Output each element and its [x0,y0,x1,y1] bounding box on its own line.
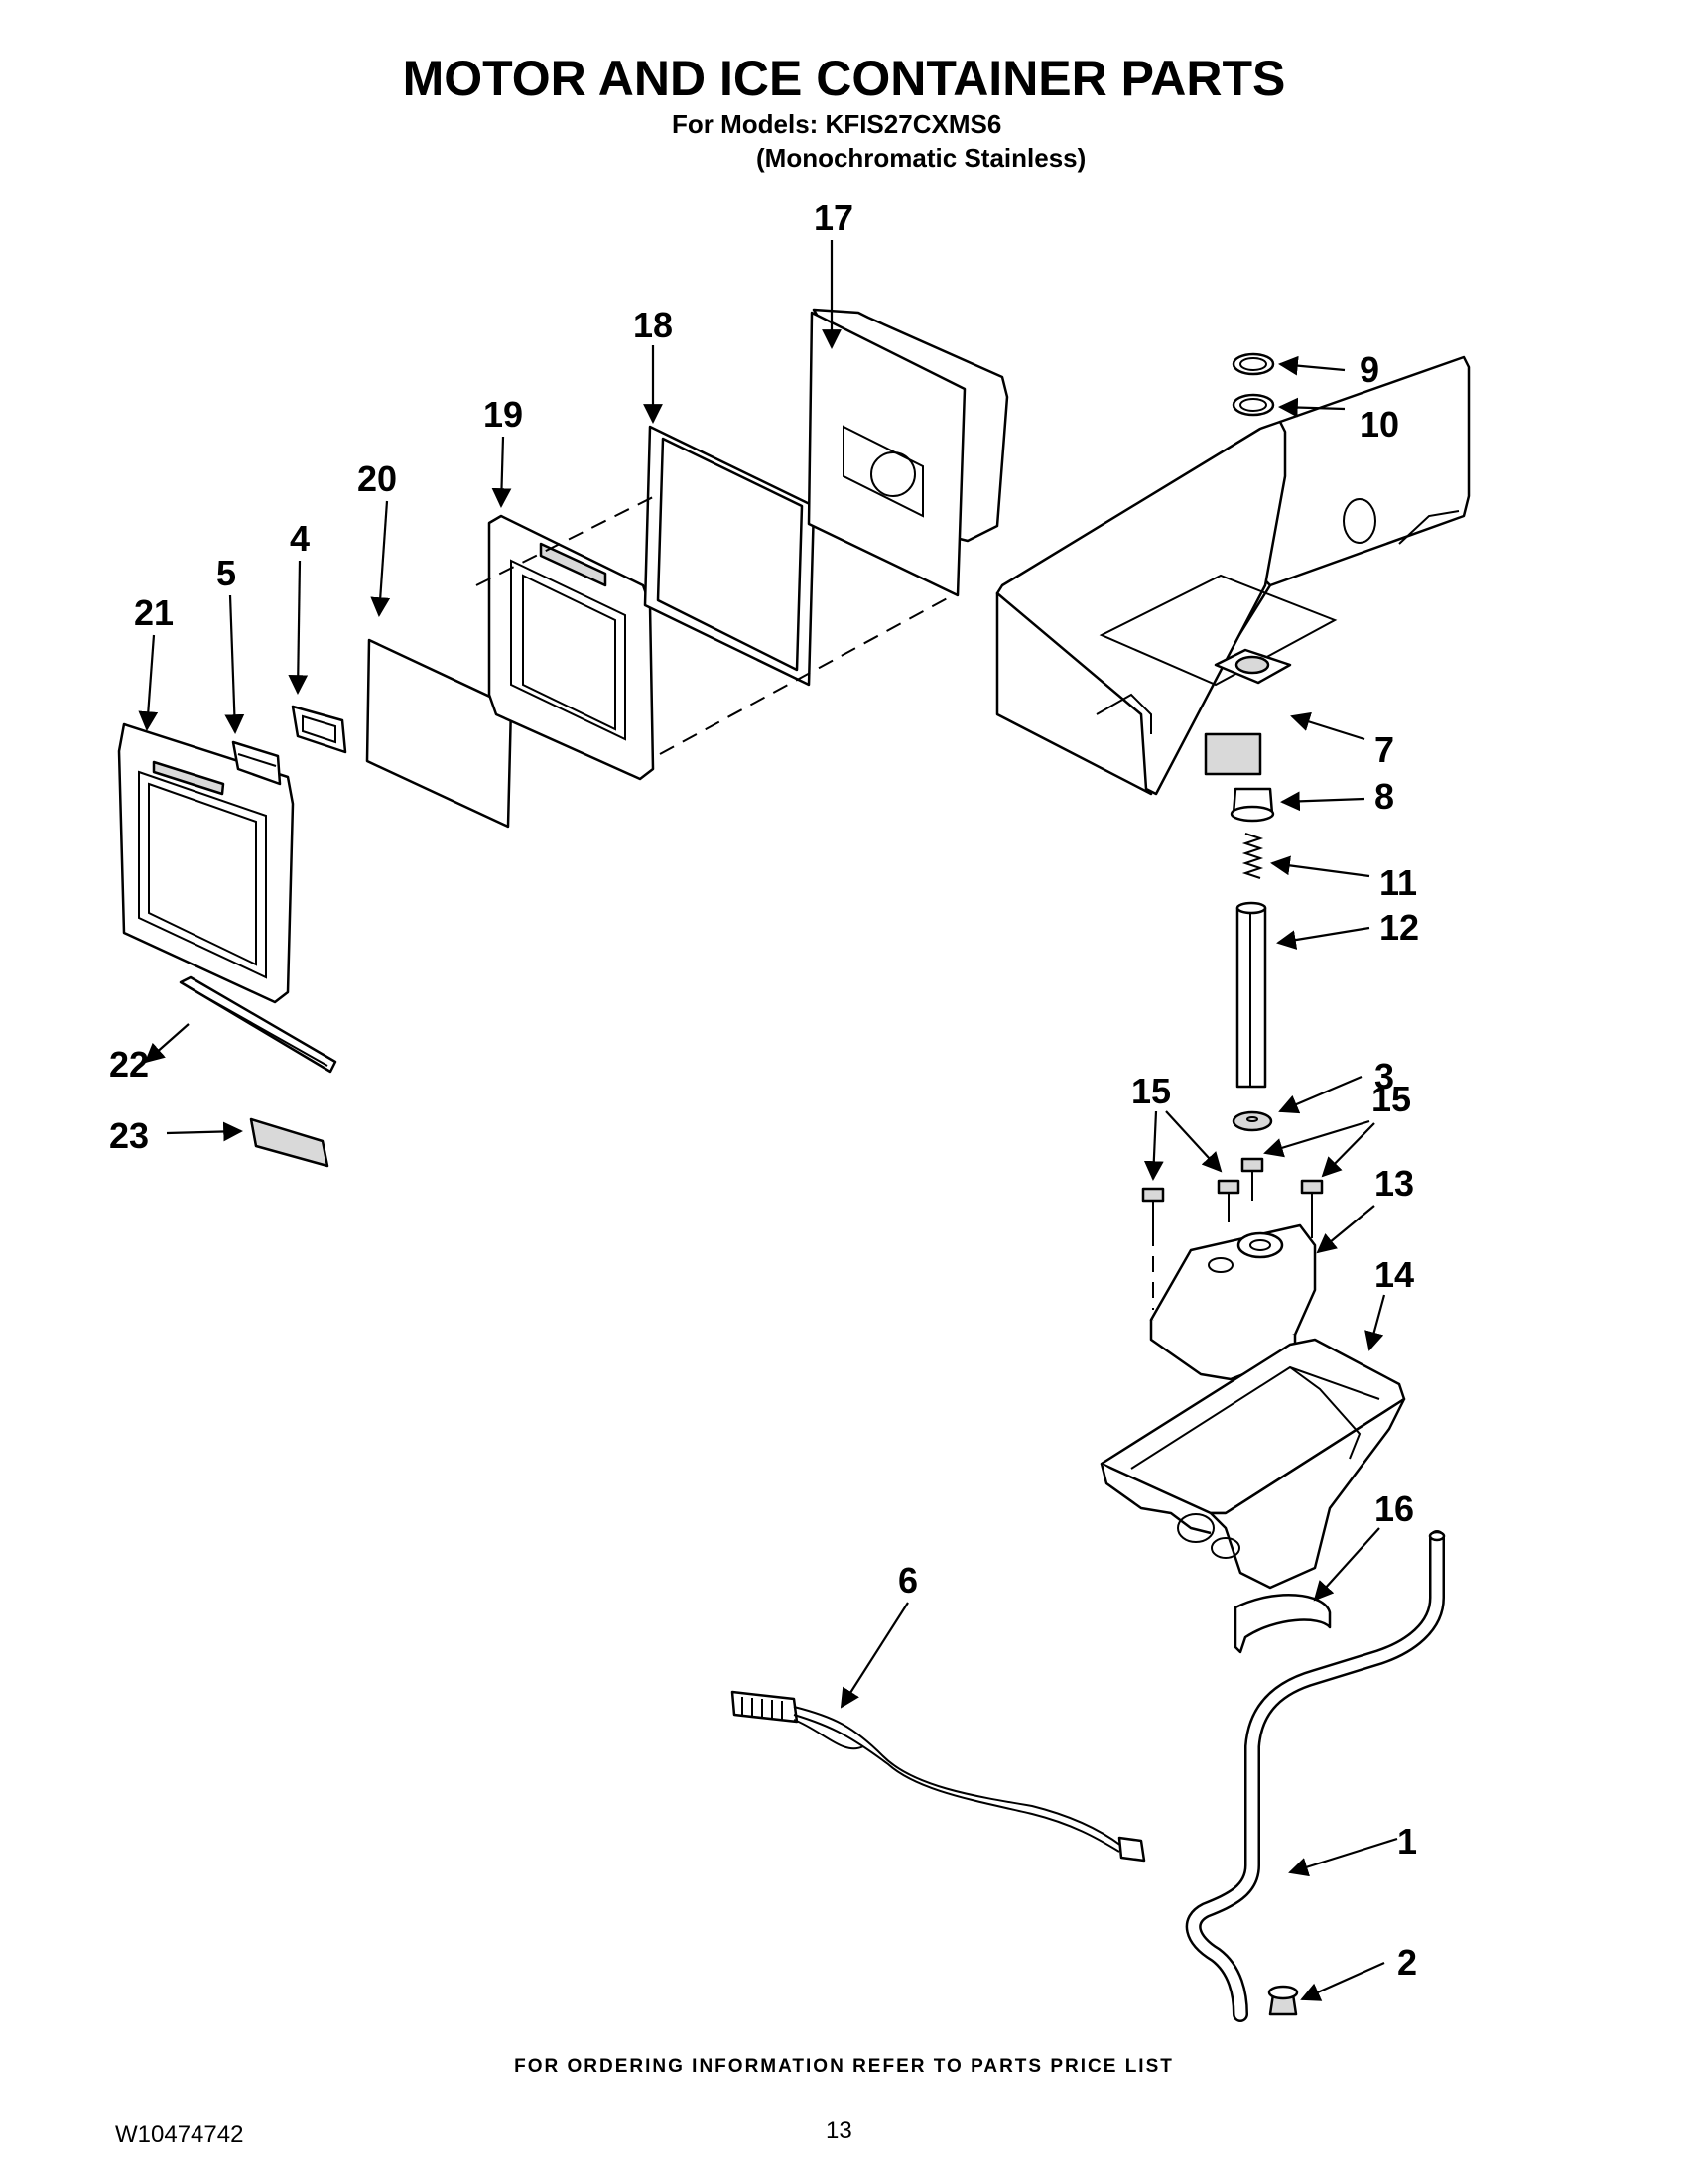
callout-18: 18 [633,305,673,345]
callout-10: 10 [1360,404,1399,445]
callout-9: 9 [1360,349,1379,390]
callout-17: 17 [814,197,853,238]
models-line: For Models: KFIS27CXMS6 [672,109,1002,139]
part-20-panel [365,638,513,829]
callout-23: 23 [109,1115,149,1156]
part-7-ice-container [995,355,1471,796]
part-12-shaft [1235,901,1267,1089]
callout-3: 3 [1374,1056,1394,1096]
callout-4: 4 [290,518,310,559]
part-17-chute-housing [807,308,1009,597]
part-23-pad [249,1117,329,1168]
part-13-motor [1149,1223,1317,1381]
part-11-spring [1241,833,1264,879]
callout-2: 2 [1397,1942,1417,1983]
part-15-screws [1141,1157,1324,1310]
callout-19: 19 [483,394,523,435]
part-2-fitting [1267,1985,1299,2016]
part-19-door-frame [487,514,655,781]
part-1-tube [1185,1530,1446,2022]
part-5-slide [231,740,282,786]
part-16-clamp [1234,1594,1332,1654]
part-18-gasket [643,425,816,687]
part-6-wire-harness [730,1690,1146,1863]
callout-7: 7 [1374,729,1394,770]
ordering-note: FOR ORDERING INFORMATION REFER TO PARTS … [514,2056,1174,2077]
callout-11: 11 [1379,862,1417,903]
callout-12: 12 [1379,907,1419,948]
callout-22: 22 [109,1044,149,1085]
callout-1: 1 [1397,1821,1417,1862]
page-number: 13 [826,2118,852,2144]
part-22-strip [179,975,337,1074]
callout-16-final: 16 [1374,1488,1415,1529]
part-10-ring [1232,393,1275,417]
callout-15-left: 15 [1131,1071,1171,1111]
part-21-door-front [117,722,295,1004]
leader-lines [138,240,1398,2001]
part-9-ring [1232,352,1275,376]
document-number: W10474742 [115,2121,244,2148]
callout-14: 14 [1374,1254,1414,1295]
color-line: (Monochromatic Stainless) [756,143,1087,173]
callout-21: 21 [134,592,174,633]
part-3-washer [1232,1110,1273,1132]
part-4-bracket [291,705,347,754]
part-8-coupler [1230,787,1275,823]
callout-13: 13 [1374,1163,1414,1204]
callout-20: 20 [357,458,397,499]
callout-8: 8 [1374,776,1394,817]
callout-5: 5 [216,553,236,593]
part-14-housing [1100,1338,1406,1590]
page-title: MOTOR AND ICE CONTAINER PARTS [402,51,1286,106]
callout-6: 6 [898,1560,918,1601]
callout-15-right: 15 [1371,1079,1411,1119]
callout-labels: 17 18 19 20 4 5 21 9 10 7 8 11 12 3 15 1… [109,197,1419,1983]
